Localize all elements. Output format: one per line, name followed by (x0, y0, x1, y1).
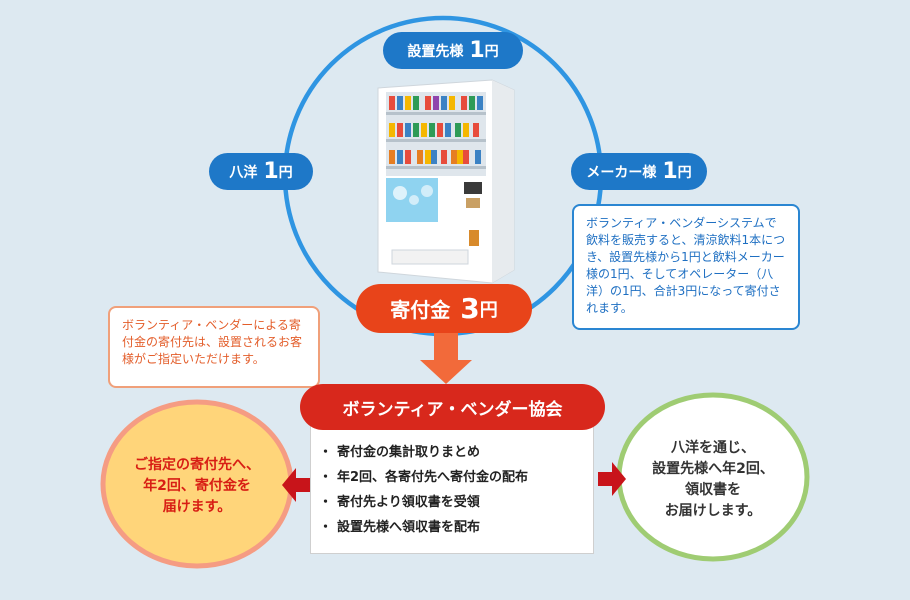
donation-value: 3 (460, 292, 480, 325)
maker-contribution-pill: メーカー様 1 円 (571, 153, 707, 190)
donation-unit: 円 (479, 299, 498, 321)
vending-machine-icon (377, 79, 515, 284)
right-arrow (598, 462, 626, 496)
recipient-choice-text: ボランティア・ベンダーによる寄付金の寄付先は、設置されるお客様がご指定いただけま… (122, 318, 303, 366)
donation-outcome-text: ご指定の寄付先へ、 年2回、寄付金を 届けます。 (134, 457, 260, 515)
task-item: ・寄付金の集計取りまとめ (319, 445, 481, 460)
hachiyo-contribution-pill: 八洋 1 円 (209, 153, 313, 190)
installer-value: 1 (469, 38, 485, 63)
system-explanation-text: ボランティア・ベンダーシステムで飲料を販売すると、清涼飲料1本につき、設置先様か… (586, 216, 786, 315)
task-item: ・年2回、各寄付先へ寄付金の配布 (319, 470, 529, 485)
left-arrow (282, 468, 310, 502)
maker-unit: 円 (677, 164, 692, 181)
installer-unit: 円 (484, 43, 499, 60)
maker-label: メーカー様 (586, 164, 657, 181)
association-title-pill: ボランティア・ベンダー協会 (300, 384, 605, 430)
hachiyo-label: 八洋 (229, 164, 258, 181)
task-item: ・設置先様へ領収書を配布 (319, 520, 481, 535)
maker-value: 1 (662, 159, 678, 184)
task-item: ・寄付先より領収書を受領 (319, 495, 480, 510)
association-task-list: ・寄付金の集計取りまとめ ・年2回、各寄付先へ寄付金の配布 ・寄付先より領収書を… (310, 417, 594, 554)
donation-label: 寄付金 (390, 298, 451, 322)
system-explanation-note: ボランティア・ベンダーシステムで飲料を販売すると、清涼飲料1本につき、設置先様か… (572, 204, 800, 330)
recipient-choice-note: ボランティア・ベンダーによる寄付金の寄付先は、設置されるお客様がご指定いただけま… (108, 306, 320, 388)
donation-total-pill: 寄付金 3 円 (356, 284, 532, 333)
association-name: ボランティア・ベンダー協会 (342, 399, 563, 420)
receipt-outcome-text: 八洋を通じ、 設置先様へ年2回、 領収書を お届けします。 (652, 440, 774, 519)
hachiyo-unit: 円 (278, 164, 293, 181)
installer-label: 設置先様 (407, 43, 464, 60)
hachiyo-value: 1 (263, 159, 279, 184)
installer-contribution-pill: 設置先様 1 円 (383, 32, 523, 69)
